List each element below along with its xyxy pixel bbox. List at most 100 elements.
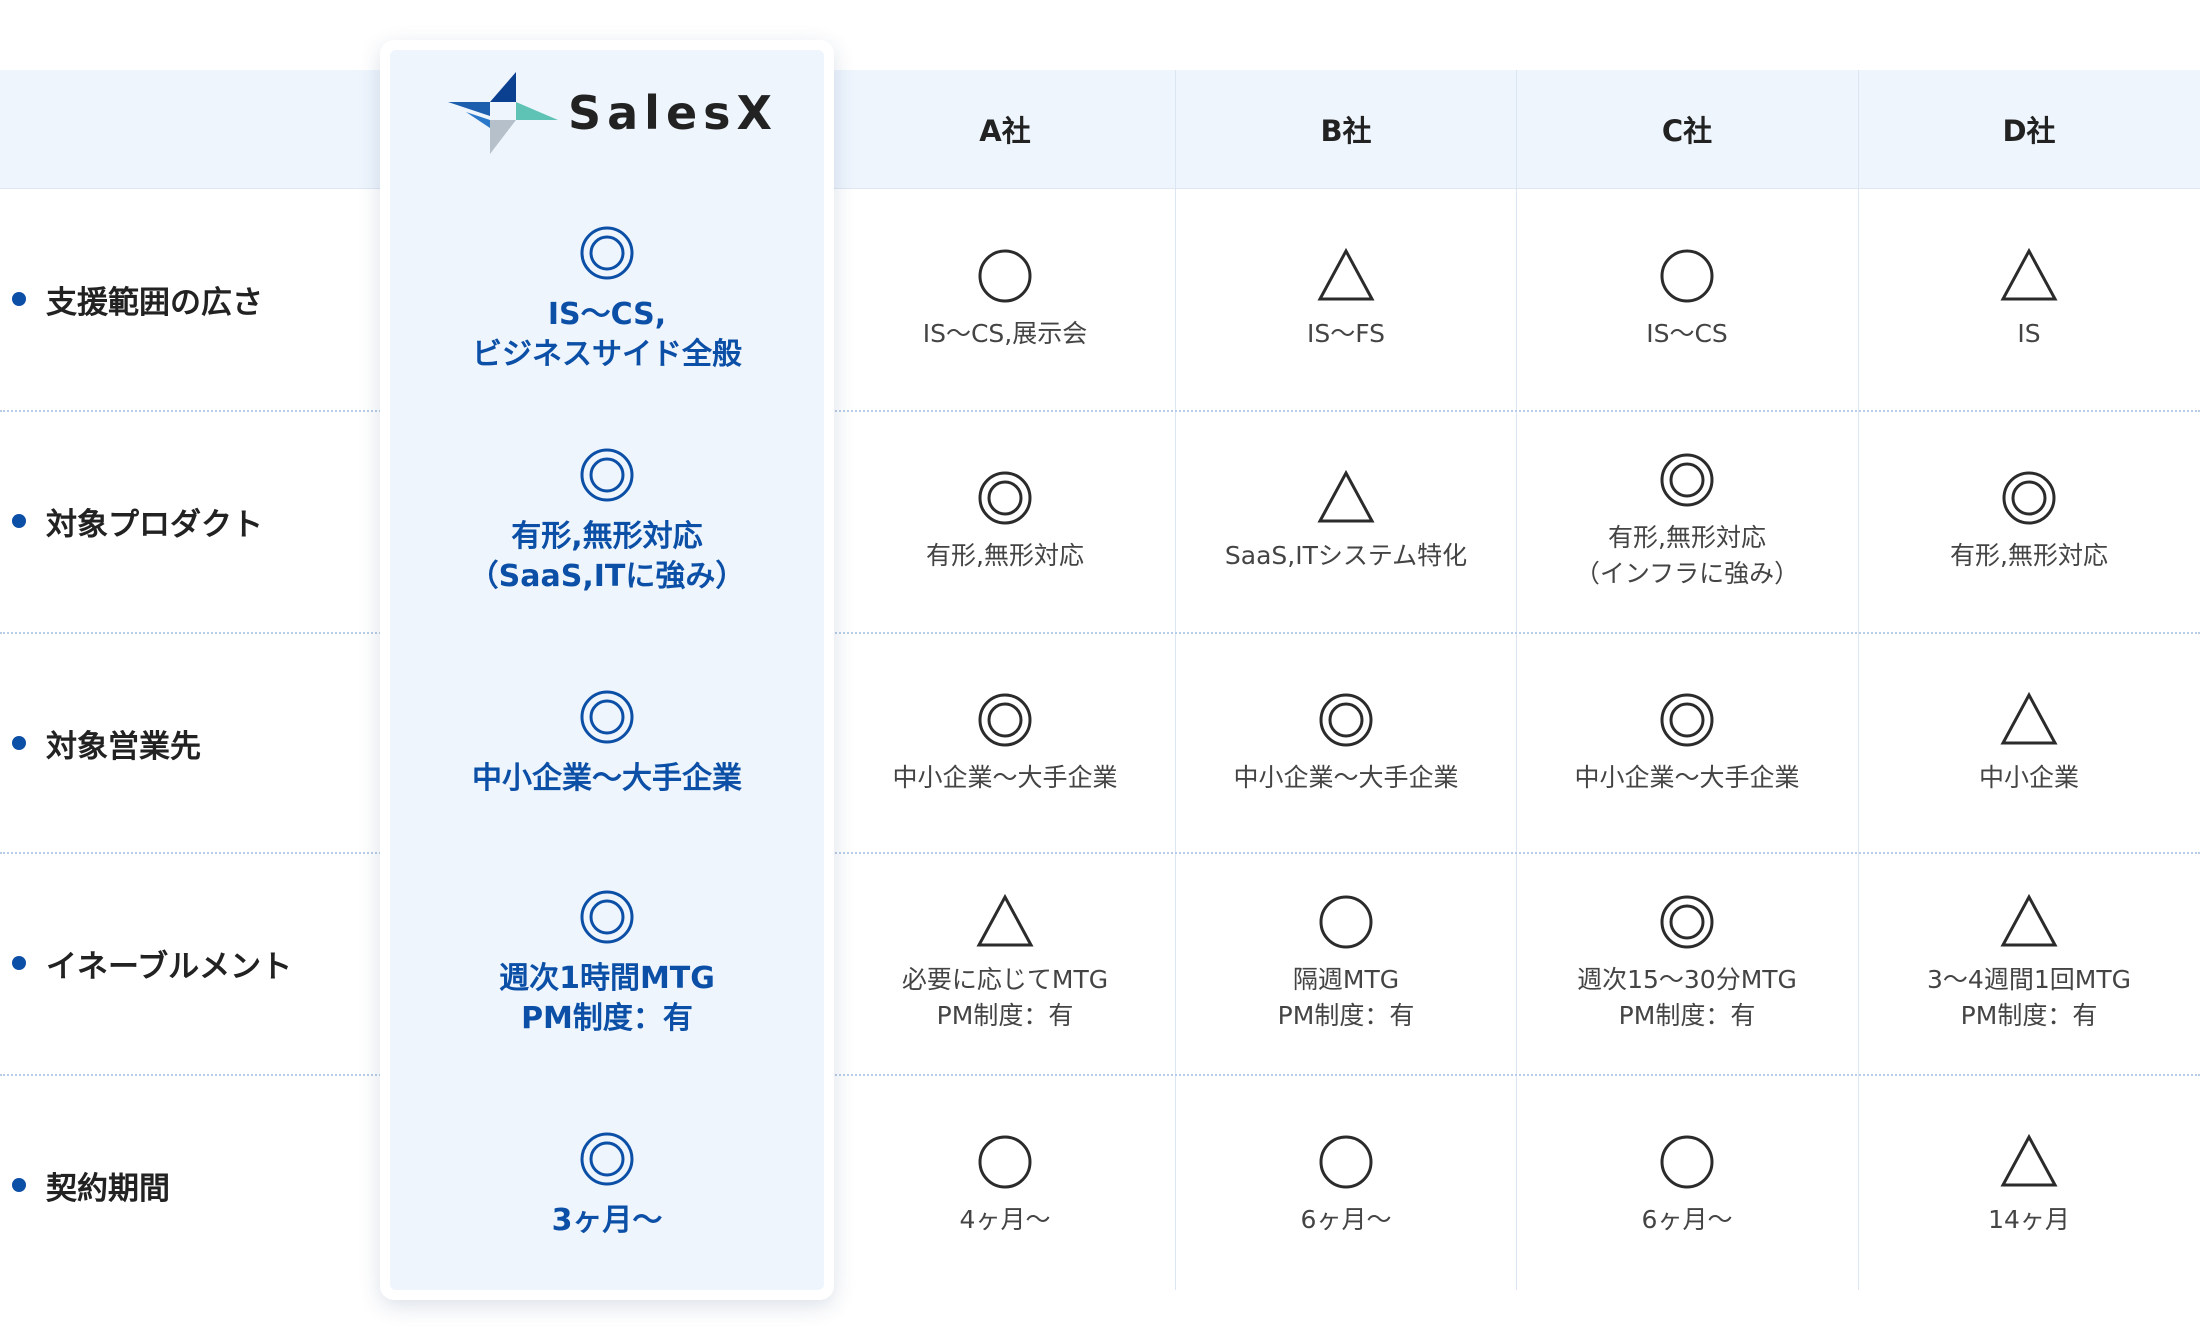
column-divider <box>1516 70 1517 1290</box>
comparison-cell-text: 有形,無形対応 <box>926 541 1084 570</box>
triangle-mark-icon <box>2000 247 2058 301</box>
double-circle-mark-icon <box>978 471 1032 525</box>
row-label-text: イネーブルメント <box>46 948 293 985</box>
triangle-mark-icon <box>1317 247 1375 301</box>
comparison-cell: 中小企業〜大手企業 <box>1517 690 1857 796</box>
comparison-cell-text: 中小企業〜大手企業 <box>892 763 1118 792</box>
double-circle-mark-icon <box>978 693 1032 747</box>
bullet-dot-icon <box>12 736 26 750</box>
double-circle-mark-icon <box>1319 693 1373 747</box>
comparison-cell: 週次15〜30分MTG PM制度：有 <box>1517 892 1857 1034</box>
bullet-dot-icon <box>12 1178 26 1192</box>
comparison-cell-text: 週次15〜30分MTG PM制度：有 <box>1577 965 1797 1030</box>
double-circle-mark-icon <box>580 448 634 502</box>
column-divider <box>1175 70 1176 1290</box>
comparison-cell-text: 中小企業 <box>1978 763 2079 792</box>
row-label: 対象プロダクト <box>12 501 263 543</box>
salesx-column-inner <box>390 50 824 1290</box>
double-circle-mark-icon <box>580 890 634 944</box>
comparison-cell: 有形,無形対応 <box>835 468 1175 574</box>
salesx-cell-text: 週次1時間MTG PM制度：有 <box>499 961 715 1036</box>
salesx-cell: 週次1時間MTG PM制度：有 <box>390 887 824 1039</box>
comparison-cell: IS <box>1859 246 2199 352</box>
row-label: 対象営業先 <box>12 723 201 765</box>
double-circle-mark-icon <box>1660 693 1714 747</box>
salesx-cell-text: 3ヶ月〜 <box>551 1203 663 1238</box>
comparison-cell: 中小企業〜大手企業 <box>835 690 1175 796</box>
salesx-cell-text: 中小企業〜大手企業 <box>472 761 742 796</box>
double-circle-mark-icon <box>1660 895 1714 949</box>
salesx-cell: 有形,無形対応 （SaaS,ITに強み） <box>390 445 824 597</box>
row-label-text: 支援範囲の広さ <box>46 284 263 321</box>
table-header-band <box>0 70 2200 189</box>
bullet-dot-icon <box>12 514 26 528</box>
row-label-text: 対象プロダクト <box>46 506 263 543</box>
comparison-cell: 中小企業〜大手企業 <box>1176 690 1516 796</box>
comparison-cell: 6ヶ月〜 <box>1517 1132 1857 1238</box>
double-circle-mark-icon <box>580 1132 634 1186</box>
bullet-dot-icon <box>12 956 26 970</box>
salesx-logo-icon <box>448 72 558 154</box>
comparison-cell-text: 14ヶ月 <box>1988 1205 2070 1234</box>
circle-mark-icon <box>1660 249 1714 303</box>
company-header: B社 <box>1320 114 1372 148</box>
row-divider <box>0 410 2200 412</box>
row-divider <box>0 852 2200 854</box>
salesx-cell: 中小企業〜大手企業 <box>390 687 824 799</box>
comparison-cell: 隔週MTG PM制度：有 <box>1176 892 1516 1034</box>
row-label-text: 契約期間 <box>46 1170 170 1207</box>
row-label: イネーブルメント <box>12 943 293 985</box>
row-divider <box>0 1074 2200 1076</box>
comparison-cell: 有形,無形対応 （インフラに強み） <box>1517 450 1857 592</box>
comparison-cell-text: 4ヶ月〜 <box>959 1205 1051 1234</box>
circle-mark-icon <box>1660 1135 1714 1189</box>
comparison-cell: 14ヶ月 <box>1859 1132 2199 1238</box>
bullet-dot-icon <box>12 292 26 306</box>
salesx-logo: SalesX <box>448 64 772 174</box>
comparison-cell-text: 有形,無形対応 （インフラに強み） <box>1574 523 1800 588</box>
salesx-cell-text: IS〜CS, ビジネスサイド全般 <box>472 297 742 372</box>
salesx-cell: IS〜CS, ビジネスサイド全般 <box>390 223 824 375</box>
comparison-cell-text: 必要に応じてMTG PM制度：有 <box>901 965 1109 1030</box>
triangle-mark-icon <box>1317 469 1375 523</box>
salesx-column: SalesX <box>380 40 834 1300</box>
double-circle-mark-icon <box>1660 453 1714 507</box>
company-header: C社 <box>1661 114 1713 148</box>
row-label-text: 対象営業先 <box>46 728 201 765</box>
triangle-mark-icon <box>976 893 1034 947</box>
comparison-cell-text: 中小企業〜大手企業 <box>1574 763 1800 792</box>
comparison-cell: IS〜CS,展示会 <box>835 246 1175 352</box>
comparison-cell: IS〜FS <box>1176 246 1516 352</box>
circle-mark-icon <box>978 1135 1032 1189</box>
comparison-cell-text: IS <box>2017 319 2041 348</box>
comparison-cell-text: SaaS,ITシステム特化 <box>1224 541 1468 570</box>
company-header: D社 <box>2002 114 2056 148</box>
comparison-cell-text: 3〜4週間1回MTG PM制度：有 <box>1927 965 2131 1030</box>
row-divider <box>0 632 2200 634</box>
salesx-cell-text: 有形,無形対応 （SaaS,ITに強み） <box>468 519 746 594</box>
comparison-cell: 6ヶ月〜 <box>1176 1132 1516 1238</box>
circle-mark-icon <box>978 249 1032 303</box>
circle-mark-icon <box>1319 1135 1373 1189</box>
comparison-cell-text: 中小企業〜大手企業 <box>1233 763 1459 792</box>
comparison-cell: 必要に応じてMTG PM制度：有 <box>835 892 1175 1034</box>
triangle-mark-icon <box>2000 1133 2058 1187</box>
column-divider <box>1858 70 1859 1290</box>
double-circle-mark-icon <box>580 690 634 744</box>
row-label: 支援範囲の広さ <box>12 279 263 321</box>
circle-mark-icon <box>1319 895 1373 949</box>
comparison-cell-text: IS〜CS,展示会 <box>922 319 1088 348</box>
comparison-cell: 3〜4週間1回MTG PM制度：有 <box>1859 892 2199 1034</box>
comparison-cell: SaaS,ITシステム特化 <box>1176 468 1516 574</box>
comparison-cell: 有形,無形対応 <box>1859 468 2199 574</box>
comparison-cell-text: IS〜CS <box>1646 319 1728 348</box>
salesx-cell: 3ヶ月〜 <box>390 1129 824 1241</box>
comparison-cell-text: 6ヶ月〜 <box>1300 1205 1392 1234</box>
double-circle-mark-icon <box>2002 471 2056 525</box>
comparison-cell-text: 隔週MTG PM制度：有 <box>1277 965 1415 1030</box>
comparison-cell-text: 6ヶ月〜 <box>1641 1205 1733 1234</box>
comparison-cell: 4ヶ月〜 <box>835 1132 1175 1238</box>
company-header: A社 <box>979 114 1031 148</box>
comparison-cell: IS〜CS <box>1517 246 1857 352</box>
